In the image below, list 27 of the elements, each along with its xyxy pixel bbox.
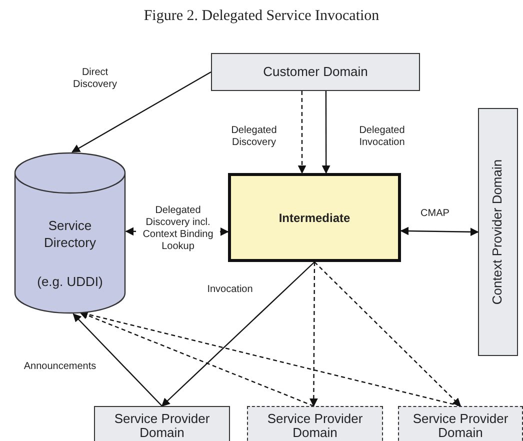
database-cylinder xyxy=(14,152,126,314)
domain-box xyxy=(211,53,420,91)
node-label: Service Directory xyxy=(42,216,97,250)
domain-box xyxy=(228,173,401,262)
arrow xyxy=(400,226,479,236)
node-note: (e.g. UDDI) xyxy=(37,272,103,290)
arrow xyxy=(309,262,318,407)
arrow xyxy=(314,262,462,407)
figure-title: Figure 2. Delegated Service Invocation xyxy=(142,8,380,25)
node-label: Customer Domain xyxy=(263,65,368,79)
arrow xyxy=(298,91,306,174)
arrow xyxy=(79,311,314,407)
domain-box xyxy=(94,406,230,441)
domain-box xyxy=(478,108,518,356)
node-label: Service Provider Domain xyxy=(412,412,510,440)
node-label: Context Provider Domain xyxy=(491,159,505,305)
arrow xyxy=(79,310,461,407)
node-label: Intermediate xyxy=(278,210,350,224)
arrow xyxy=(72,313,162,406)
edge-label: Delegated Discovery incl. Context Binding Lookup xyxy=(136,205,220,253)
arrow xyxy=(161,262,315,407)
arrow xyxy=(322,91,330,174)
node-label: Service Provider Domain xyxy=(113,412,211,440)
arrow xyxy=(72,71,212,153)
domain-box xyxy=(398,406,523,441)
node-label: Service Provider Domain xyxy=(266,412,364,440)
domain-box xyxy=(247,406,383,441)
